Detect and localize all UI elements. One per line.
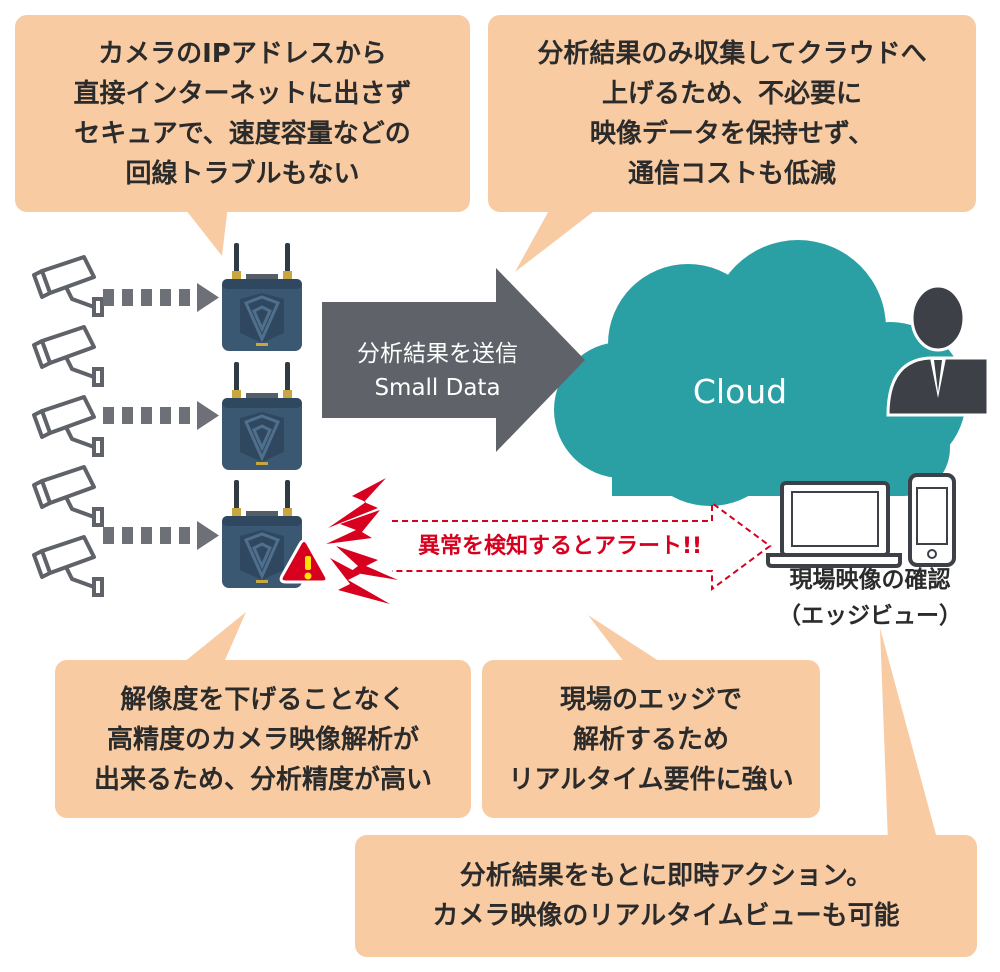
bubble-bottom-wide [355,628,977,957]
cloud-label: Cloud [692,372,788,411]
lightning-icon [330,546,398,604]
text-line: 回線トラブルもない [125,159,360,189]
text-line: 分析結果をもとに即時アクション。 [459,861,873,891]
edge-view-label: 現場映像の確認 （エッジビュー） [750,562,990,634]
text-line: 分析結果のみ収集してクラウドへ [537,39,927,69]
text-line: 現場のエッジで [559,685,742,715]
camera-icon [32,465,104,527]
text-line: 通信コストも低減 [627,159,836,189]
text-line: 直接インターネットに出さず [73,79,412,109]
text-line: 解像度を下げることなく [120,685,406,715]
cloud-shape [554,240,966,506]
camera-icon [32,255,104,317]
send-label-line2: Small Data [374,375,501,401]
text-line: リアルタイム要件に強い [508,765,794,795]
text-line: 上げるため、不必要に [601,79,862,109]
text-line: 出来るため、分析精度が高い [93,765,432,795]
edge-device-icon [220,360,304,472]
bubble-top-left [15,15,470,256]
bubble-text-bottom-wide: 分析結果をもとに即時アクション。 カメラ映像のリアルタイムビューも可能 [355,856,977,936]
camera-icon [32,325,104,387]
edge-label-line1: 現場映像の確認 [789,567,951,593]
bubble-bottom-left [55,612,471,818]
bubble-bottom-middle [482,615,820,818]
user-icon [886,284,990,417]
bubble-top-right [488,15,976,272]
text-line: カメラのIPアドレスから [98,39,387,69]
lightning-icon [326,478,386,544]
text-line: 解析するため [572,725,729,755]
send-arrow-label: 分析結果を送信 Small Data [330,337,545,405]
alert-arrow [392,501,772,591]
camera-icon [32,395,104,457]
laptop-icon [766,481,902,568]
smartphone-icon [908,473,956,567]
bubble-text-top-right: 分析結果のみ収集してクラウドへ 上げるため、不必要に 映像データを保持せず、 通… [488,34,976,194]
text-line: 高精度のカメラ映像解析が [106,725,419,755]
text-line: 映像データを保持せず、 [589,119,875,149]
text-line: カメラ映像のリアルタイムビューも可能 [432,901,900,931]
alert-label: 異常を検知するとアラート!! [417,534,703,559]
text-line: セキュアで、速度容量などの [74,119,411,149]
dashed-arrow [103,521,219,550]
dashed-arrow [103,283,219,312]
edge-device-icon [220,241,304,353]
warning-icon [279,539,329,584]
bubble-text-top-left: カメラのIPアドレスから 直接インターネットに出さず セキュアで、速度容量などの… [15,34,470,194]
bubble-text-bottom-middle: 現場のエッジで 解析するため リアルタイム要件に強い [482,680,820,800]
dashed-arrow [103,401,219,430]
camera-icon [32,535,104,597]
bubble-text-bottom-left: 解像度を下げることなく 高精度のカメラ映像解析が 出来るため、分析精度が高い [55,680,471,800]
send-arrow [322,268,585,452]
edge-label-line2: （エッジビュー） [778,603,962,629]
send-label-line1: 分析結果を送信 [357,341,518,367]
